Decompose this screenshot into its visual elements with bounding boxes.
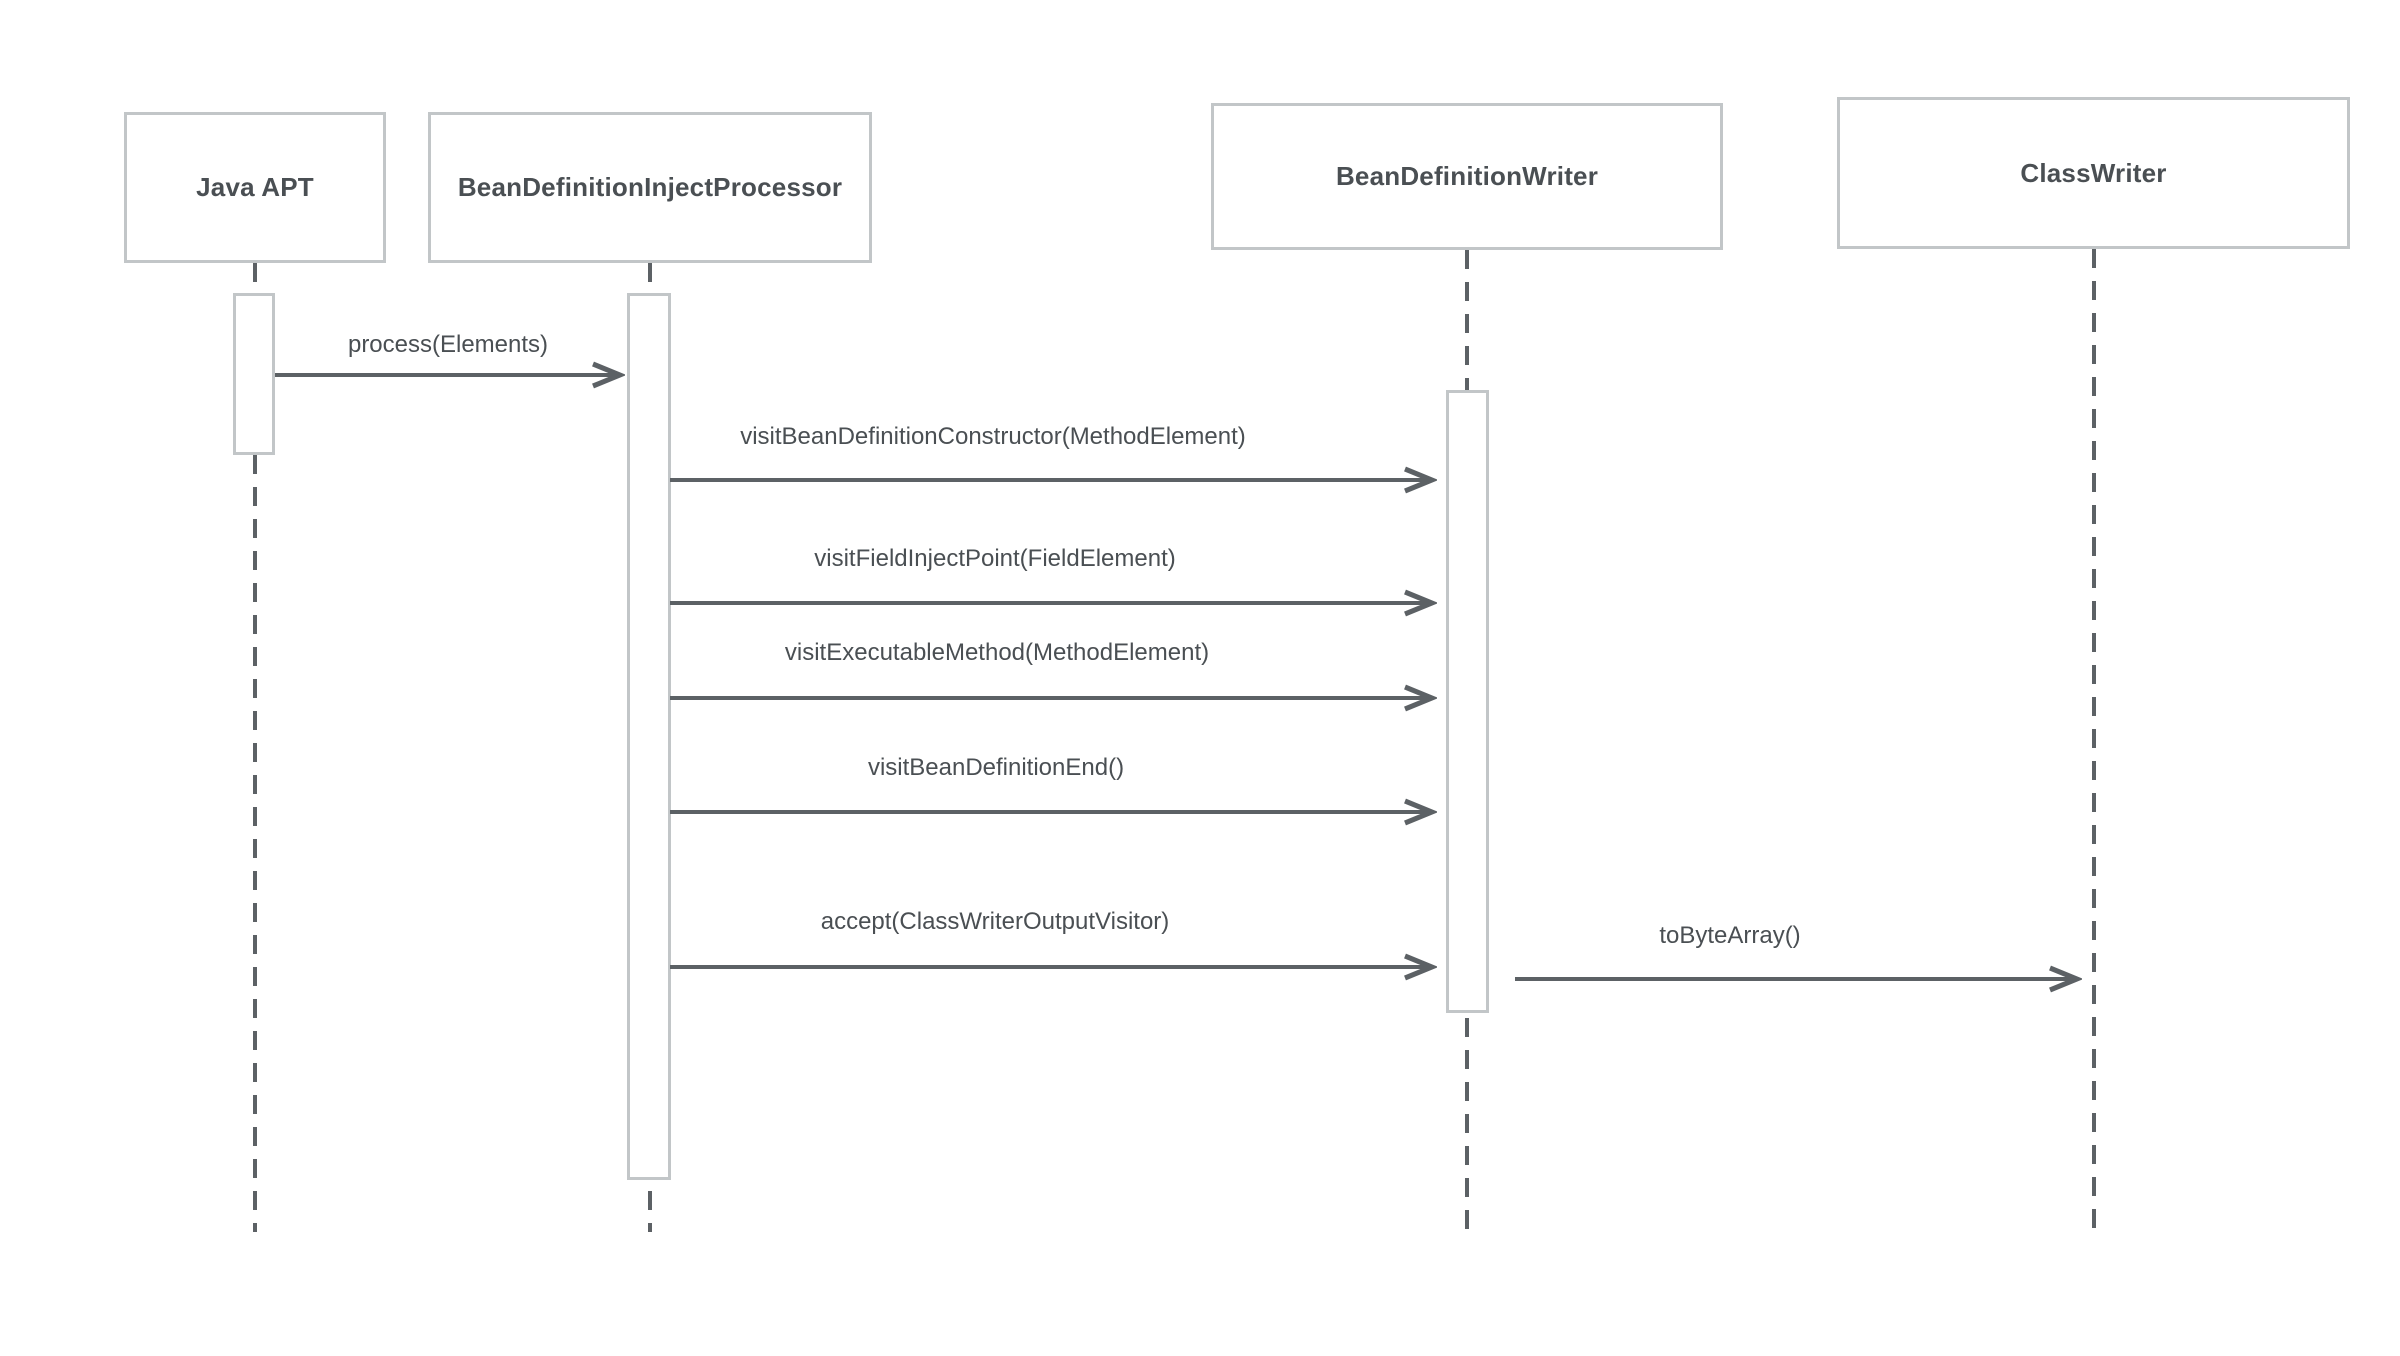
participant-box-bean-definition-writer: BeanDefinitionWriter [1211,103,1723,250]
arrow-line [670,810,1427,814]
activation-bean-definition-writer [1446,390,1489,1013]
message-label: visitBeanDefinitionEnd() [867,754,1125,781]
arrow-line [670,965,1427,969]
message-label: visitExecutableMethod(MethodElement) [784,639,1210,666]
participant-label: Java APT [196,172,314,202]
message-label: toByteArray() [1659,922,1801,949]
arrow-line [275,373,615,377]
participant-box-java-apt: Java APT [124,112,386,263]
arrow-line [1515,977,2072,981]
activation-java-apt [233,293,275,455]
arrow-line [670,478,1427,482]
arrowhead-icon [1404,953,1437,981]
participant-box-bean-definition-inject-processor: BeanDefinitionInjectProcessor [428,112,872,263]
arrow-line [670,696,1427,700]
arrow-line [670,601,1427,605]
arrowhead-icon [1404,798,1437,826]
message-label: process(Elements) [347,331,549,358]
message-label: visitFieldInjectPoint(FieldElement) [814,545,1176,572]
message-label: accept(ClassWriterOutputVisitor) [820,908,1170,935]
participant-box-class-writer: ClassWriter [1837,97,2350,249]
participant-label: BeanDefinitionWriter [1335,161,1599,191]
participant-label: BeanDefinitionInjectProcessor [457,172,843,202]
message-label: visitBeanDefinitionConstructor(MethodEle… [740,423,1246,450]
arrowhead-icon [1404,466,1437,494]
arrowhead-icon [1404,589,1437,617]
activation-bean-definition-inject-processor [627,293,671,1180]
lifeline-class-writer [2092,249,2096,1232]
arrowhead-icon [592,361,625,389]
lifeline-java-apt [253,263,257,1232]
arrowhead-icon [1404,684,1437,712]
arrowhead-icon [2049,965,2082,993]
participant-label: ClassWriter [2020,157,2167,188]
